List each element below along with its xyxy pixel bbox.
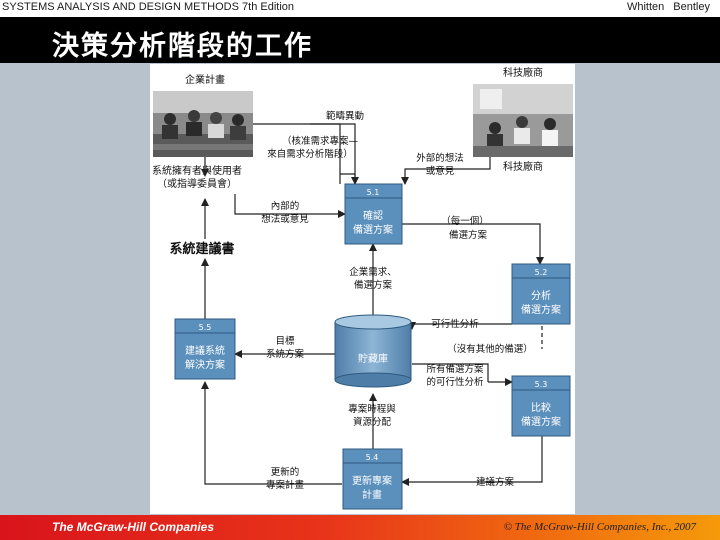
steering-committee-label: （或指導委員會） [157, 177, 237, 190]
flow-5-1-to-5-2 [402, 223, 544, 265]
process-5-5: 5.5 建議系統 解決方案 [174, 318, 236, 380]
process-5-3: 5.3 比較 備選方案 [511, 375, 571, 437]
process-5-1-line1: 確認 [363, 209, 383, 222]
approved-req-label-2: 來自需求分析階段） [267, 148, 353, 160]
scope-change-label: 範疇異動 [326, 110, 364, 122]
process-5-2-line1: 分析 [531, 289, 551, 302]
process-5-3-number: 5.3 [535, 380, 548, 389]
copyright-text: © The McGraw-Hill Companies, Inc., 2007 [503, 521, 696, 533]
repository-datastore: 貯藏庫 [334, 314, 412, 388]
flow-external-ideas [401, 157, 491, 185]
updated-plan-label-2: 專案計畫 [266, 479, 305, 491]
process-5-1-number: 5.1 [367, 188, 380, 197]
process-5-4-line2: 計畫 [362, 488, 382, 501]
all-alt-label-1: 所有備選方案 [426, 363, 484, 375]
footer-bar: The McGraw-Hill Companies © The McGraw-H… [0, 515, 720, 540]
process-5-4-line1: 更新專案 [352, 474, 392, 487]
header-bar: SYSTEMS ANALYSIS AND DESIGN METHODS 7th … [0, 0, 720, 17]
flow-recommend [401, 436, 543, 486]
flow-feasibility [408, 322, 512, 330]
owners-users-label: 系統擁有者與使用者 [152, 164, 242, 177]
process-5-5-line2: 解決方案 [185, 358, 225, 371]
flow-into-5-1 [340, 173, 359, 185]
system-proposal-label: 系統建議書 [169, 241, 234, 257]
authors: Whitten Bentley [626, 1, 710, 13]
process-5-3-line2: 備選方案 [521, 415, 561, 428]
internal-ideas-label-2: 想法或意見 [261, 213, 309, 225]
target-label-1: 目標 [275, 335, 295, 347]
meeting-photo [153, 91, 253, 157]
approved-req-label-1: （核准需求專案— [282, 135, 359, 147]
each-alt-label-1: （每一個） [441, 215, 489, 227]
no-other-label: （沒有其他的備選） [447, 343, 533, 355]
process-5-1: 5.1 確認 備選方案 [344, 183, 403, 245]
process-5-2: 5.2 分析 備選方案 [511, 263, 571, 325]
process-5-2-number: 5.2 [535, 268, 548, 277]
vendor-label-bottom: 科技廠商 [503, 160, 543, 173]
slide-title: 決策分析階段的工作 [52, 31, 313, 62]
process-5-4: 5.4 更新專案 計畫 [342, 448, 403, 510]
feasibility-label: 可行性分析 [431, 318, 479, 330]
flow-approved [310, 123, 356, 184]
flow-all-alt [412, 363, 489, 382]
recommend-label: 建議方案 [476, 476, 515, 488]
process-5-5-number: 5.5 [199, 323, 212, 332]
title-bar: 決策分析階段的工作 [0, 17, 720, 63]
process-5-4-number: 5.4 [366, 453, 379, 462]
biz-req-label-1: 企業需求、 [349, 266, 397, 278]
process-5-3-line1: 比較 [531, 401, 551, 414]
publisher-logo: The McGraw-Hill Companies [52, 520, 215, 534]
vendor-label-top: 科技廠商 [503, 66, 543, 79]
internal-ideas-label-1: 內部的 [271, 200, 300, 212]
external-ideas-label-1: 外部的想法 [416, 152, 464, 164]
target-label-2: 系統方案 [266, 348, 305, 360]
decision-analysis-diagram: 企業計畫 科技廠商 科技廠商 系統擁有者與使用者 （或指導委員會） 系統建議書 [150, 64, 575, 514]
flow-internal-ideas [234, 194, 346, 218]
corporate-plan-label: 企業計畫 [185, 73, 225, 86]
flow-updated-plan [201, 381, 342, 485]
process-5-1-line2: 備選方案 [353, 223, 393, 236]
schedule-label-2: 資源分配 [353, 416, 392, 428]
process-5-2-line2: 備選方案 [521, 303, 561, 316]
course-title: SYSTEMS ANALYSIS AND DESIGN METHODS 7th … [2, 1, 294, 13]
updated-plan-label-1: 更新的 [271, 466, 300, 478]
all-alt-label-2: 的可行性分析 [426, 376, 484, 388]
external-ideas-label-2: 或意見 [426, 165, 455, 177]
biz-req-label-2: 備選方案 [354, 279, 393, 291]
each-alt-label-2: 備選方案 [449, 229, 488, 241]
vendor-meeting-photo [473, 84, 573, 157]
schedule-label-1: 專案時程與 [348, 403, 396, 415]
process-5-5-line1: 建議系統 [185, 344, 225, 357]
repository-label: 貯藏庫 [358, 352, 388, 365]
